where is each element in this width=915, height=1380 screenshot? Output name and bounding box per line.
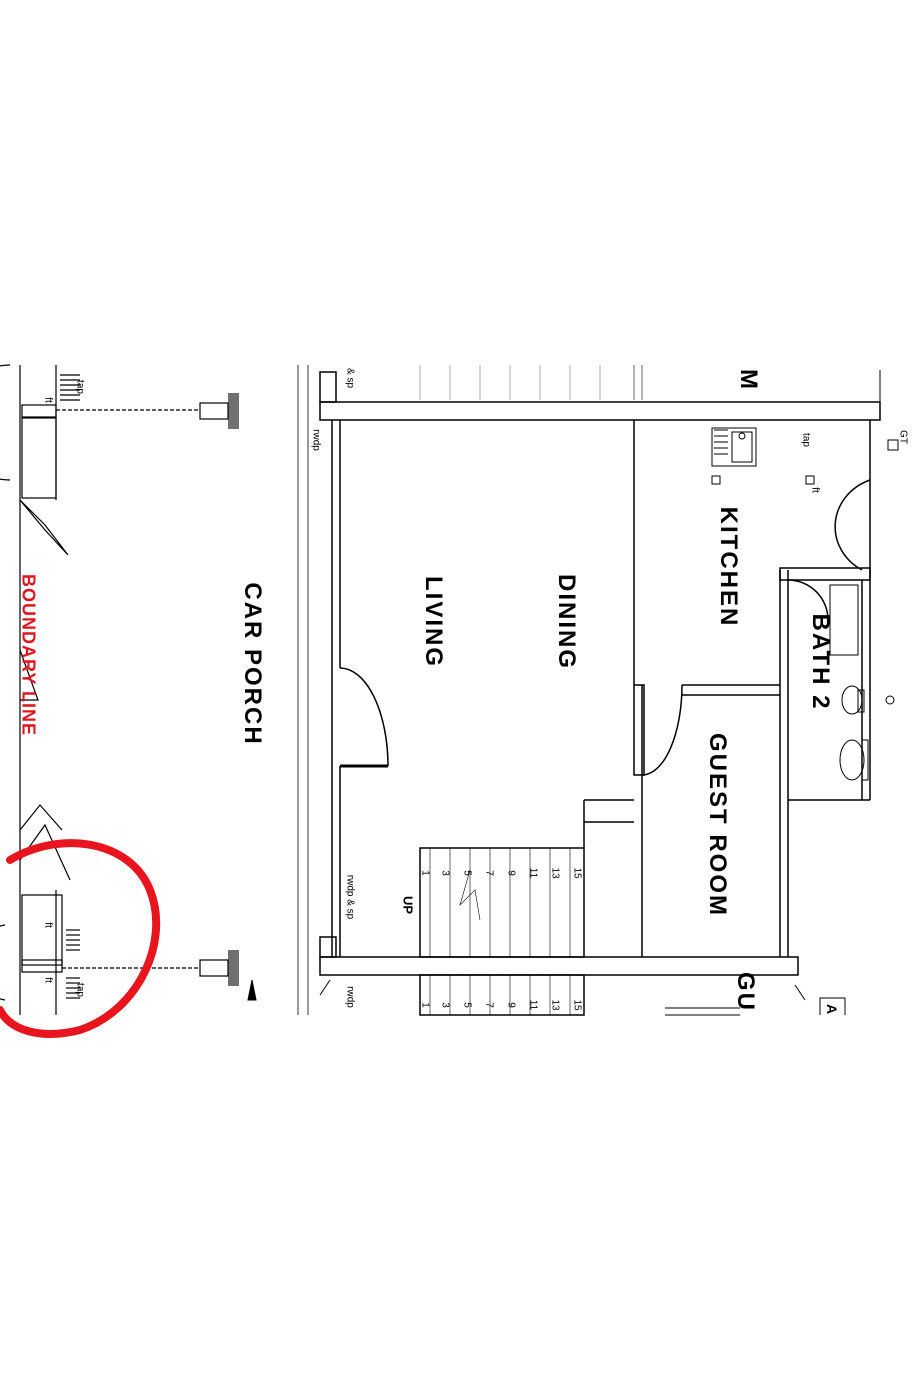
top-pillar (0, 364, 200, 499)
upper-stair-lines (419, 365, 643, 400)
ft-label-4: ft (42, 397, 54, 403)
tap-label-kitchen: tap (800, 433, 812, 447)
rwdp-label-bottom: rwdp (344, 986, 356, 1008)
stair-number: 7 (483, 870, 495, 876)
tap-label-bottom: tap (74, 983, 86, 997)
stair-number: 11 (527, 999, 539, 1011)
stair-treads (429, 848, 571, 1015)
room-label-dining: DINING (553, 574, 580, 670)
stair-number: 13 (549, 867, 561, 879)
rwdp-sp-label-bottom: rwdp & sp (344, 874, 356, 920)
porch-outline (297, 365, 309, 1015)
bath-fixtures (665, 370, 899, 1016)
stair-number: 9 (505, 1002, 517, 1008)
rwdp-label-top: rwdp (310, 429, 322, 451)
markup-circle (0, 839, 161, 1038)
house-walls (319, 371, 881, 1016)
ft-label-3: ft (809, 487, 821, 493)
stair-number: 15 (571, 999, 583, 1011)
gate-column-top (228, 393, 239, 429)
ft-label-1: ft (42, 922, 54, 928)
ft-label-2: ft (42, 977, 54, 983)
stair-number: 3 (439, 870, 451, 876)
stair-number: 15 (571, 867, 583, 879)
stair-number: 11 (527, 867, 539, 879)
tap-label-top: tap (74, 380, 86, 394)
north-arrows (247, 979, 331, 1001)
stair-number: 5 (461, 870, 473, 876)
rwdp-sp-label-top: & sp (344, 367, 356, 389)
gate-post-top (199, 402, 229, 420)
room-label-guest-partial: GU (732, 972, 759, 1012)
stair-up-label: UP (400, 895, 416, 915)
stair-number: 1 (419, 1002, 431, 1008)
boundary-line-label: BOUNDARY LINE (18, 573, 39, 737)
stair-number: 5 (461, 1002, 473, 1008)
room-label-guest-room: GUEST ROOM (704, 732, 731, 918)
room-label-corner-partial: A (824, 1003, 840, 1017)
stair-number: 13 (549, 999, 561, 1011)
gate-post-bottom (199, 959, 229, 977)
room-label-top-partial: M (735, 369, 762, 391)
stair-number: 1 (419, 870, 431, 876)
gate-column-bottom (228, 950, 239, 986)
room-label-bath-2: BATH 2 (807, 613, 834, 711)
stair-number: 3 (439, 1002, 451, 1008)
room-label-living: LIVING (420, 575, 447, 669)
kitchen-sink (711, 427, 815, 485)
gt-label: GT (897, 430, 909, 444)
stair-number: 9 (505, 870, 517, 876)
bottom-pillar (0, 894, 200, 1001)
stair-number: 7 (483, 1002, 495, 1008)
room-label-car-porch: CAR PORCH (239, 582, 266, 746)
room-label-kitchen: KITCHEN (715, 506, 742, 628)
